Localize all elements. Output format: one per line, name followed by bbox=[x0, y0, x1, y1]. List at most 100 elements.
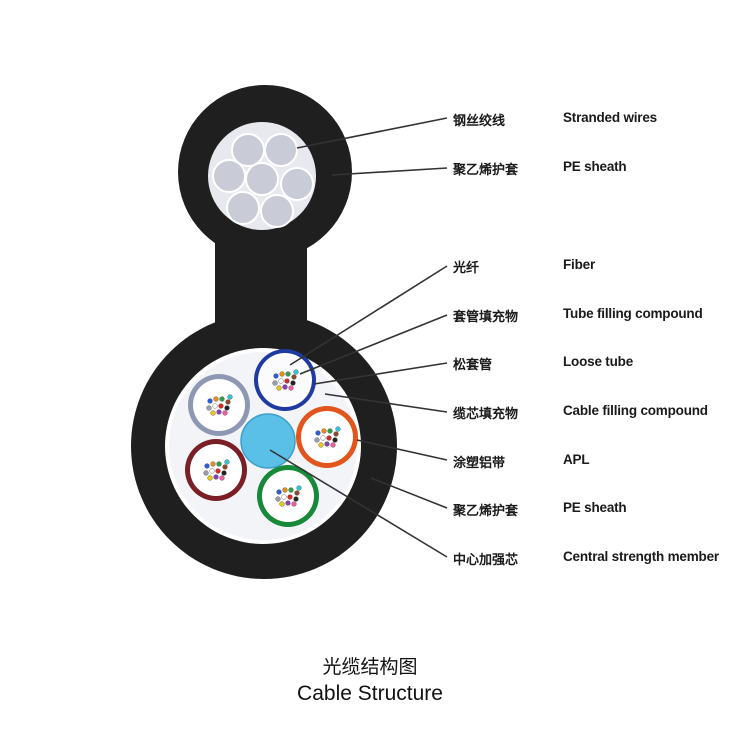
fiber bbox=[216, 461, 222, 467]
fiber bbox=[206, 405, 212, 411]
label-stranded-wires-en: Stranded wires bbox=[563, 110, 657, 125]
fiber bbox=[275, 496, 281, 502]
fiber bbox=[215, 468, 221, 474]
fiber bbox=[285, 500, 291, 506]
fiber bbox=[273, 373, 279, 379]
fiber bbox=[212, 403, 218, 409]
fiber bbox=[210, 461, 216, 467]
fiber bbox=[293, 369, 299, 375]
fiber bbox=[279, 501, 285, 507]
steel-wire bbox=[264, 133, 298, 167]
fiber bbox=[225, 399, 231, 405]
fiber bbox=[216, 409, 222, 415]
leader-line bbox=[324, 393, 448, 413]
leader-line bbox=[296, 117, 448, 149]
leader-line bbox=[313, 362, 448, 385]
fiber bbox=[213, 474, 219, 480]
label-fiber-en: Fiber bbox=[563, 257, 596, 272]
steel-wire bbox=[260, 194, 294, 228]
fiber bbox=[326, 435, 332, 441]
steel-wire bbox=[226, 191, 260, 225]
fiber bbox=[279, 371, 285, 377]
fiber bbox=[222, 410, 228, 416]
optical-fibers bbox=[203, 369, 341, 507]
fiber bbox=[324, 441, 330, 447]
leader-line bbox=[269, 449, 448, 558]
fiber bbox=[321, 428, 327, 434]
caption-cn: 光缆结构图 bbox=[322, 656, 418, 678]
label-loose-tube-en: Loose tube bbox=[563, 354, 634, 369]
fiber bbox=[222, 464, 228, 470]
label-pe-sheath-top-en: PE sheath bbox=[563, 159, 627, 174]
fiber bbox=[209, 468, 215, 474]
fiber bbox=[318, 442, 324, 448]
caption-en: Cable Structure bbox=[297, 682, 443, 705]
fiber bbox=[327, 428, 333, 434]
label-pe-sheath-bottom-cn: 聚乙烯护套 bbox=[453, 504, 519, 519]
fiber bbox=[335, 426, 341, 432]
fiber bbox=[276, 385, 282, 391]
label-loose-tube-cn: 松套管 bbox=[453, 358, 493, 373]
fiber bbox=[207, 398, 213, 404]
fiber bbox=[281, 494, 287, 500]
fiber bbox=[293, 496, 299, 502]
fiber bbox=[288, 487, 294, 493]
fiber bbox=[333, 431, 339, 437]
central-strength-member bbox=[240, 413, 296, 469]
fiber bbox=[276, 489, 282, 495]
fiber bbox=[282, 487, 288, 493]
label-stranded-wires-cn: 钢丝绞线 bbox=[453, 114, 506, 129]
fiber bbox=[314, 437, 320, 443]
stranded-wires bbox=[212, 133, 314, 228]
fiber bbox=[219, 475, 225, 481]
label-apl-en: APL bbox=[563, 452, 590, 467]
fiber bbox=[296, 485, 302, 491]
fiber bbox=[287, 494, 293, 500]
steel-wire bbox=[280, 167, 314, 201]
fiber bbox=[224, 405, 230, 411]
fiber bbox=[221, 470, 227, 476]
label-pe-sheath-top-cn: 聚乙烯护套 bbox=[453, 163, 519, 178]
fiber bbox=[219, 396, 225, 402]
fiber bbox=[213, 396, 219, 402]
messenger-wire-section bbox=[178, 85, 352, 350]
fiber bbox=[218, 403, 224, 409]
fiber bbox=[204, 463, 210, 469]
leader-lines bbox=[269, 117, 448, 558]
label-central-member-en: Central strength member bbox=[563, 549, 719, 564]
fiber bbox=[315, 430, 321, 436]
optical-cable-section bbox=[131, 313, 397, 579]
fiber bbox=[227, 394, 233, 400]
fiber bbox=[282, 384, 288, 390]
leader-line bbox=[299, 314, 448, 375]
leader-line bbox=[331, 167, 448, 176]
steel-wire bbox=[212, 159, 246, 193]
fiber bbox=[272, 380, 278, 386]
fiber bbox=[278, 378, 284, 384]
label-fiber-cn: 光纤 bbox=[453, 261, 480, 276]
steel-wire bbox=[245, 162, 279, 196]
leader-line bbox=[370, 477, 448, 509]
label-central-member-cn: 中心加强芯 bbox=[453, 553, 519, 568]
fiber bbox=[207, 475, 213, 481]
fiber bbox=[332, 437, 338, 443]
label-cable-filling-en: Cable filling compound bbox=[563, 403, 708, 418]
fiber bbox=[210, 410, 216, 416]
fiber bbox=[288, 385, 294, 391]
fiber bbox=[224, 459, 230, 465]
fiber bbox=[290, 380, 296, 386]
leader-line bbox=[289, 265, 448, 366]
fiber bbox=[284, 378, 290, 384]
leader-line bbox=[356, 439, 448, 461]
label-apl-cn: 涂塑铝带 bbox=[453, 456, 506, 471]
label-pe-sheath-bottom-en: PE sheath bbox=[563, 500, 627, 515]
label-tube-filling-en: Tube filling compound bbox=[563, 306, 703, 321]
fiber bbox=[294, 490, 300, 496]
fiber bbox=[203, 470, 209, 476]
label-cable-filling-cn: 缆芯填充物 bbox=[453, 407, 519, 422]
fiber bbox=[330, 442, 336, 448]
fiber bbox=[291, 374, 297, 380]
label-tube-filling-cn: 套管填充物 bbox=[453, 310, 519, 325]
fiber bbox=[291, 501, 297, 507]
